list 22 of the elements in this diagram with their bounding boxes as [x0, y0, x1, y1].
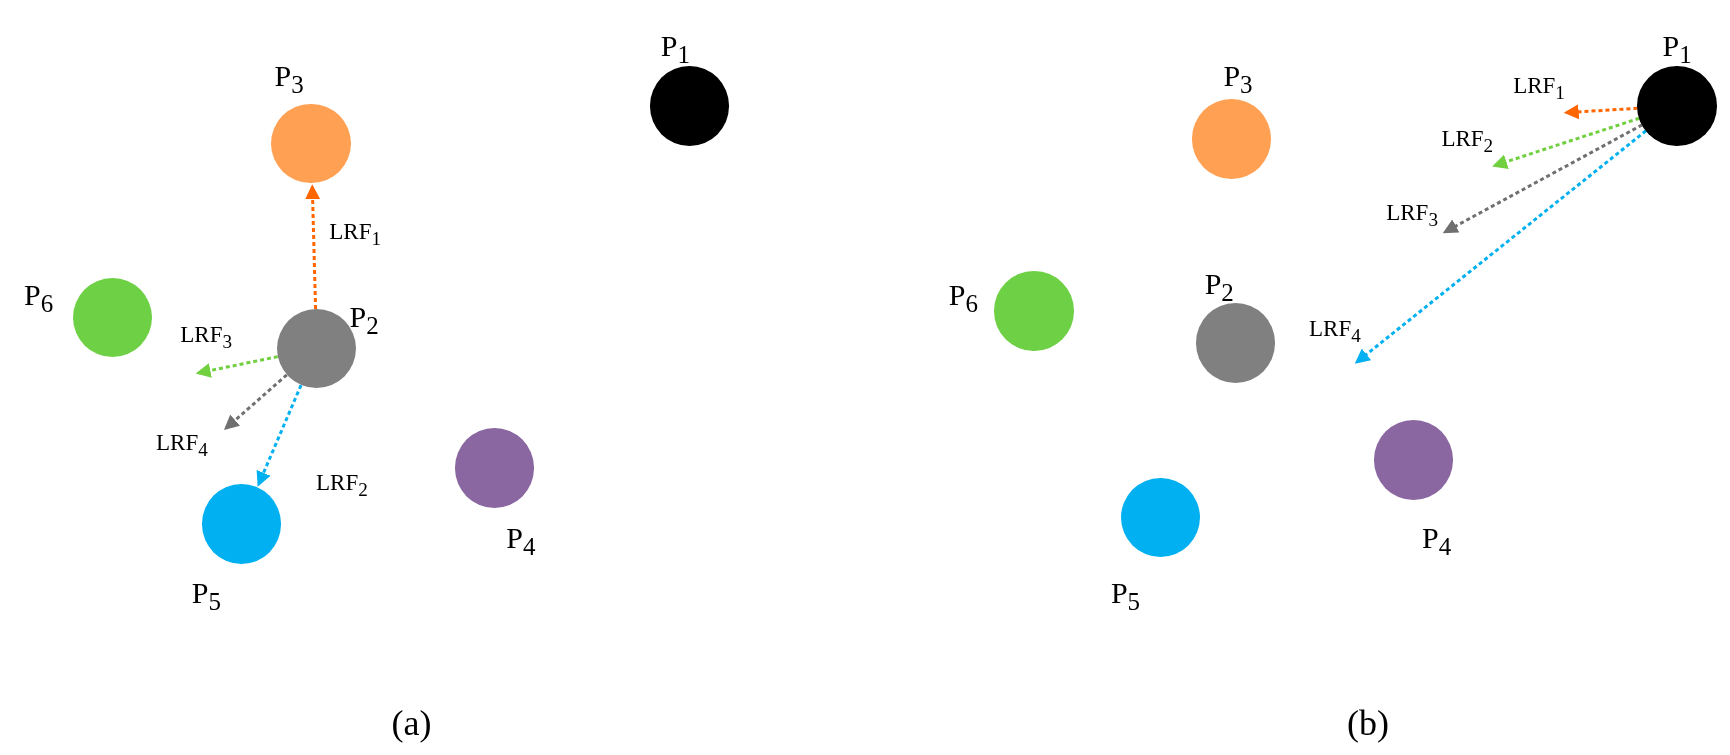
- point-label: P$_{3}$: [1223, 61, 1253, 98]
- point-label: P$_{5}$: [191, 577, 221, 614]
- point-label: P$_{4}$: [506, 522, 536, 559]
- point-label: P$_{3}$: [274, 61, 304, 98]
- point-label: P$_{1}$: [660, 30, 690, 67]
- dashed-arrow: [1442, 123, 1643, 234]
- dashed-arrow: [1492, 116, 1640, 169]
- dashed-arrow: [1354, 129, 1647, 364]
- point-label: P$_{2}$: [1204, 268, 1234, 305]
- panel-caption: (a): [391, 704, 432, 741]
- panel-caption: (b): [1347, 704, 1390, 741]
- point-label: P$_{6}$: [24, 279, 54, 316]
- dashed-arrow: [195, 355, 279, 378]
- point-label: P$_{4}$: [1422, 522, 1452, 559]
- point-label: P$_{2}$: [349, 301, 379, 338]
- dashed-arrow: [305, 184, 321, 309]
- point-label: P$_{6}$: [948, 279, 978, 316]
- point-label: P$_{5}$: [1110, 577, 1141, 614]
- dashed-arrow: [1563, 104, 1638, 120]
- dashed-arrow: [223, 373, 288, 431]
- point-label: P$_{1}$: [1662, 30, 1692, 67]
- dashed-arrow: [256, 384, 303, 487]
